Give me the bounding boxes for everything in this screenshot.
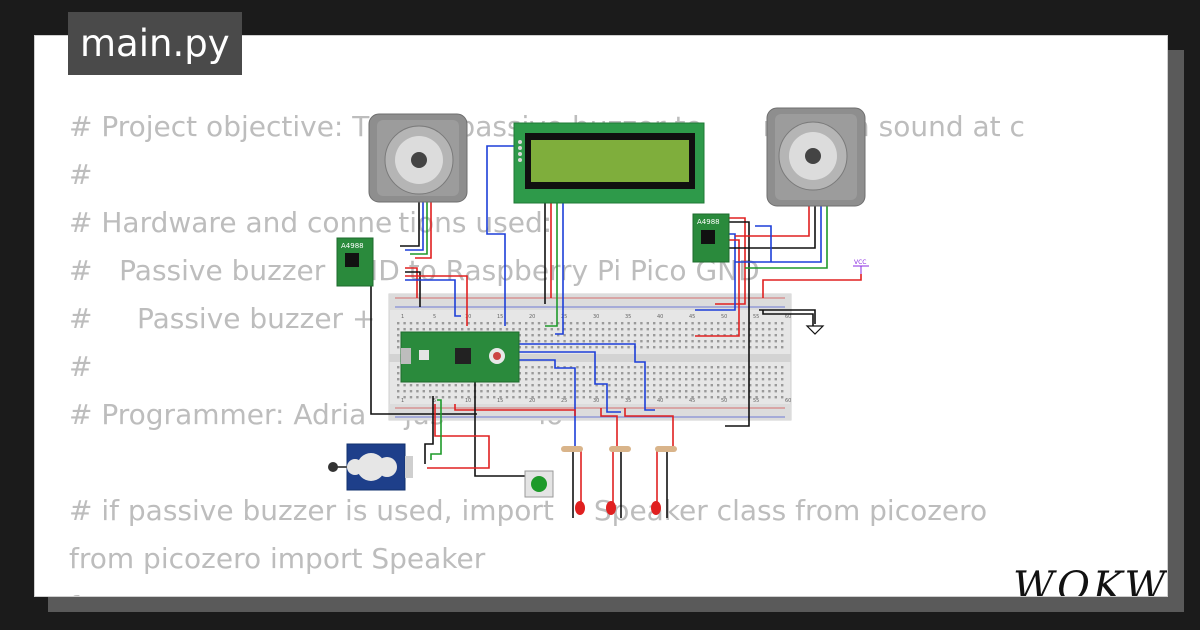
code-line-5: # Passive buzzer + xyxy=(69,302,376,335)
breadboard-column-number: 1 xyxy=(401,314,404,320)
breadboard-column-number: 5 xyxy=(433,398,436,404)
code-line-10: from picozero import Speaker xyxy=(69,542,486,575)
stepper-motor-left xyxy=(368,113,468,203)
breadboard-column-number: 45 xyxy=(689,314,695,320)
driver-left-label: A4988 xyxy=(341,242,364,250)
ground-symbol xyxy=(805,325,825,335)
wokwi-logo: WOKWi xyxy=(1013,564,1168,597)
wire-blue xyxy=(513,343,646,404)
wire-blue xyxy=(644,404,655,411)
vcc-label: VCC xyxy=(854,259,866,266)
a4988-driver-right: A4988 xyxy=(692,213,730,263)
wire-blue xyxy=(755,225,772,262)
breadboard-column-number: 60 xyxy=(785,398,791,404)
file-tab-main-py[interactable]: main.py xyxy=(68,12,242,75)
wire-green xyxy=(430,399,442,460)
code-line-6: # xyxy=(69,350,93,383)
lcd-display xyxy=(513,122,705,204)
driver-right-label: A4988 xyxy=(697,218,720,226)
breadboard-column-number: 60 xyxy=(785,314,791,320)
breadboard-column-number: 10 xyxy=(465,314,471,320)
wire-black xyxy=(725,196,816,249)
breadboard-column-number: 55 xyxy=(753,398,759,404)
stepper-motor-right xyxy=(766,107,866,207)
breadboard-column-number: 45 xyxy=(689,398,695,404)
wire-blue xyxy=(513,351,608,404)
wire-black xyxy=(759,309,816,324)
wire-red xyxy=(454,404,576,416)
a4988-driver-left: A4988 xyxy=(336,237,374,287)
wire-red xyxy=(695,239,740,337)
wire-red xyxy=(600,408,618,448)
breadboard-column-number: 15 xyxy=(497,314,503,320)
breadboard-column-number: 40 xyxy=(657,398,663,404)
wire-green xyxy=(745,196,828,269)
resistors xyxy=(561,446,677,452)
wire-blue xyxy=(486,145,517,326)
breadboard-column-number: 50 xyxy=(721,398,727,404)
breadboard-column-number: 55 xyxy=(753,314,759,320)
code-line-11: f xyxy=(69,590,79,596)
breadboard-column-number: 35 xyxy=(625,398,631,404)
breadboard-column-number: 20 xyxy=(529,314,535,320)
preview-card: # Project objective: Ta passive buzzer t… xyxy=(34,35,1168,597)
breadboard-column-number: 25 xyxy=(561,398,567,404)
wire-blue xyxy=(555,166,564,335)
ntc-sensor-module xyxy=(328,443,413,491)
breadboard-column-number: 30 xyxy=(593,398,599,404)
wire-black xyxy=(405,271,421,307)
wire-blue xyxy=(405,279,461,317)
wire-blue xyxy=(695,233,736,311)
wire-blue xyxy=(606,404,621,413)
wire-red xyxy=(624,408,674,448)
wire-red xyxy=(735,196,810,237)
breadboard-column-number: 10 xyxy=(465,398,471,404)
wire-blue xyxy=(735,196,822,263)
wire-black xyxy=(424,396,434,464)
wire-green xyxy=(545,166,558,327)
breadboard-column-number: 5 xyxy=(433,314,436,320)
raspberry-pi-pico xyxy=(400,331,520,383)
breadboard-column-number: 20 xyxy=(529,398,535,404)
breadboard-column-number: 1 xyxy=(401,398,404,404)
push-button xyxy=(524,470,554,498)
code-line-2: # xyxy=(69,158,93,191)
vcc-symbol: VCC xyxy=(853,259,869,274)
wire-red xyxy=(405,275,468,326)
circuit-diagram: 1155101015152020252530303535404045455050… xyxy=(328,107,869,518)
breadboard-column-number: 50 xyxy=(721,314,727,320)
wire-red xyxy=(427,404,490,469)
wire-black xyxy=(474,360,535,477)
red-leds xyxy=(575,501,661,515)
breadboard-column-number: 30 xyxy=(593,314,599,320)
wire-black xyxy=(725,221,750,427)
breadboard-column-number: 35 xyxy=(625,314,631,320)
wire-black xyxy=(762,310,814,326)
breadboard-column-number: 15 xyxy=(497,398,503,404)
wire-red xyxy=(762,274,862,298)
breadboard-column-number: 40 xyxy=(657,314,663,320)
wire-red xyxy=(715,217,746,305)
breadboard-column-number: 25 xyxy=(561,314,567,320)
wire-red xyxy=(405,267,418,298)
